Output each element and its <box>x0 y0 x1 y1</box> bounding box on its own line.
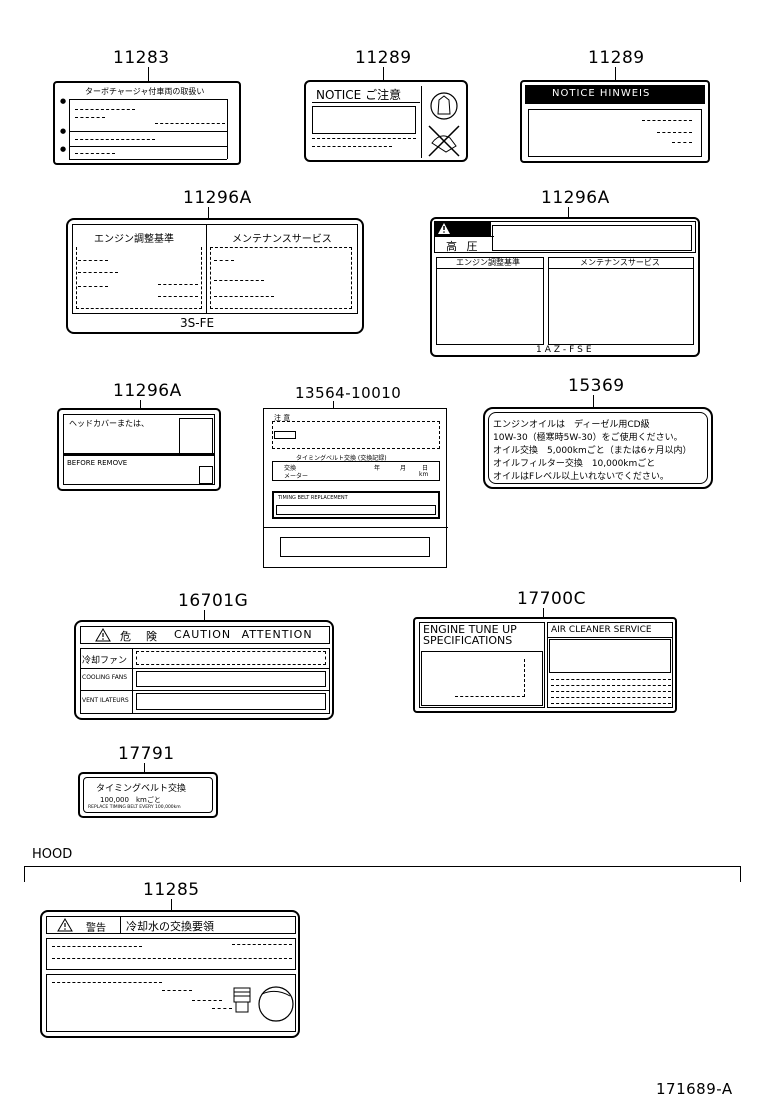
label-15369: エンジンオイルは ディーゼル用CD級 10W-30（極寒時5W-30）をご使用く… <box>483 407 713 489</box>
part-number-17700C: 17700C <box>517 589 586 609</box>
right-header: メンテナンスサービス <box>580 258 660 267</box>
part-number-17791: 17791 <box>118 744 175 764</box>
warning-triangle-icon <box>95 628 111 642</box>
row-vent: VENT ILATEURS <box>82 697 129 704</box>
part-number-11289: 11289 <box>355 48 412 68</box>
air-cleaner-title: AIR CLEANER SERVICE <box>551 625 652 635</box>
label-title: ターボチャージャ付車両の取扱い <box>85 87 205 96</box>
line2: BEFORE REMOVE <box>67 459 128 467</box>
part-number-15369: 15369 <box>568 376 625 396</box>
part-number-11296A: 11296A <box>183 188 252 208</box>
row-km: km <box>419 471 429 478</box>
part-number-11285: 11285 <box>143 880 200 900</box>
notice-title: NOTICE ご注意 <box>316 88 402 102</box>
warning-glove-icon <box>428 92 460 157</box>
header-jp: 危 険 <box>120 630 159 643</box>
row-year: 年 <box>374 465 381 472</box>
warning-triangle-icon <box>57 918 73 932</box>
part-number-11296A: 11296A <box>113 381 182 401</box>
left-header: エンジン調整基準 <box>94 234 174 245</box>
oil-line-3: オイル交換 5,000kmごと（または6ヶ月以内） <box>493 446 692 456</box>
oil-line-5: オイルはFレベル以上いれないでください。 <box>493 472 669 482</box>
hood-heading: HOOD <box>32 847 73 862</box>
warn-label: 警告 <box>86 923 106 934</box>
header-en: CAUTION ATTENTION <box>174 628 313 641</box>
row-cooling-jp: 冷却ファン <box>82 656 128 666</box>
label-11285: 警告 冷却水の交換要領 <box>40 910 300 1038</box>
row-meter: メーター <box>284 473 309 480</box>
figure-id: 171689-A <box>656 1080 733 1098</box>
label-13564-10010: 注 意 タイミングベルト交換 (交換記録) 交換 年 月 日 メーター km T… <box>263 408 448 568</box>
timing-belt-km: 100,000 kmごと <box>100 796 161 804</box>
label-17700C: ENGINE TUNE UP SPECIFICATIONS AIR CLEANE… <box>413 617 677 713</box>
oil-line-2: 10W-30（極寒時5W-30）をご使用ください。 <box>493 433 683 443</box>
line1: ヘッドカバーまたは、 <box>69 419 149 428</box>
hinweis-title: NOTICE HINWEIS <box>552 88 651 99</box>
label-11289-hinweis: NOTICE HINWEIS <box>520 80 710 163</box>
label-11289-notice: NOTICE ご注意 <box>304 80 468 162</box>
oil-line-1: エンジンオイルは ディーゼル用CD級 <box>493 420 650 430</box>
label-11283: ターボチャージャ付車両の取扱い ● ● ● <box>53 81 241 165</box>
part-number-11289: 11289 <box>588 48 645 68</box>
hood-bracket <box>24 866 741 867</box>
row-exchange: 交換 <box>284 465 297 472</box>
coolant-cap-icon <box>233 986 294 1022</box>
label-17791: タイミングベルト交換 100,000 kmごと REPLACE TIMING B… <box>78 772 218 818</box>
part-number-13564-10010: 13564-10010 <box>295 384 402 402</box>
row-month: 月 <box>400 465 407 472</box>
right-header: メンテナンスサービス <box>232 234 332 245</box>
engine-code: 1AZ-FSE <box>536 345 595 355</box>
label-11296A-1azfse: 高 圧 エンジン調整基準 メンテナンスサービス 1AZ-FSE <box>430 217 700 357</box>
part-number-11283: 11283 <box>113 48 170 68</box>
row-cooling-en: COOLING FANS <box>82 674 128 681</box>
tune-up-title: ENGINE TUNE UP SPECIFICATIONS <box>423 623 517 647</box>
engine-code: 3S-FE <box>180 316 215 330</box>
label-11296A-head-cover: ヘッドカバーまたは、 BEFORE REMOVE <box>57 408 221 491</box>
high-voltage-label: 高 圧 <box>446 240 481 253</box>
timing-belt-jp: タイミングベルト交換 <box>96 784 187 794</box>
label-16701G: 危 険 CAUTION ATTENTION 冷却ファン COOLING FANS… <box>74 620 334 720</box>
timing-belt-en: REPLACE TIMING BELT EVERY 100,000km <box>88 805 181 810</box>
timing-belt-title: TIMING BELT REPLACEMENT <box>278 495 348 501</box>
part-number-11296A: 11296A <box>541 188 610 208</box>
left-header: エンジン調整基準 <box>456 258 520 267</box>
mid-title: タイミングベルト交換 (交換記録) <box>296 455 387 462</box>
top-caution: 注 意 <box>274 414 291 422</box>
row-day: 日 <box>422 465 429 472</box>
oil-line-4: オイルフィルター交換 10,000kmごと <box>493 459 656 469</box>
part-number-16701G: 16701G <box>178 591 249 611</box>
leader-line <box>148 67 149 82</box>
coolant-title: 冷却水の交換要領 <box>126 920 214 933</box>
label-11296A-3sfe: エンジン調整基準 メンテナンスサービス 3S-FE <box>66 218 364 334</box>
warning-triangle-icon <box>438 223 450 234</box>
